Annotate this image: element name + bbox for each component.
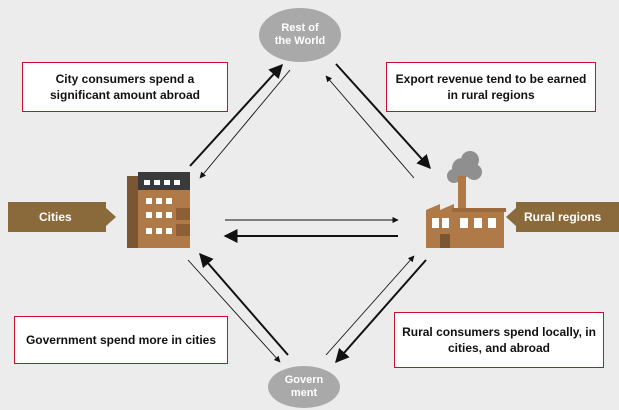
government-label: Govern ment (284, 374, 324, 399)
government-node: Govern ment (268, 366, 340, 408)
city-building-icon (127, 172, 190, 248)
arrow-world-to-cities (199, 69, 291, 179)
arrow-rural-to-world (325, 75, 415, 179)
cities-label-text: Cities (39, 210, 72, 224)
government-spend-text: Government spend more in cities (25, 333, 217, 347)
rural-consumers-box: Rural consumers spend locally, in cities… (394, 312, 604, 368)
export-revenue-box: Export revenue tend to be earned in rura… (386, 62, 596, 112)
arrow-cities-to-government (187, 259, 281, 363)
arrow-rural-to-government (335, 259, 427, 364)
arrow-cities-to-world (189, 63, 283, 167)
rest-of-world-node: Rest of the World (259, 8, 341, 62)
rural-regions-label: Rural regions (516, 202, 619, 232)
arrow-world-to-rural (335, 63, 431, 170)
city-consumers-text: City consumers spend a significant amoun… (49, 72, 200, 102)
cities-label: Cities (8, 202, 106, 232)
arrow-government-to-cities (199, 252, 289, 356)
rest-of-world-label: Rest of the World (274, 22, 326, 47)
export-revenue-text: Export revenue tend to be earned in rura… (395, 72, 587, 102)
rural-regions-label-pointer (506, 208, 516, 226)
factory-icon (426, 151, 506, 248)
arrow-government-to-rural (325, 255, 415, 356)
rural-consumers-text: Rural consumers spend locally, in cities… (402, 325, 596, 355)
rural-regions-label-text: Rural regions (524, 210, 602, 224)
city-consumers-box: City consumers spend a significant amoun… (22, 62, 228, 112)
government-spend-box: Government spend more in cities (14, 316, 228, 364)
cities-label-pointer (106, 208, 116, 226)
